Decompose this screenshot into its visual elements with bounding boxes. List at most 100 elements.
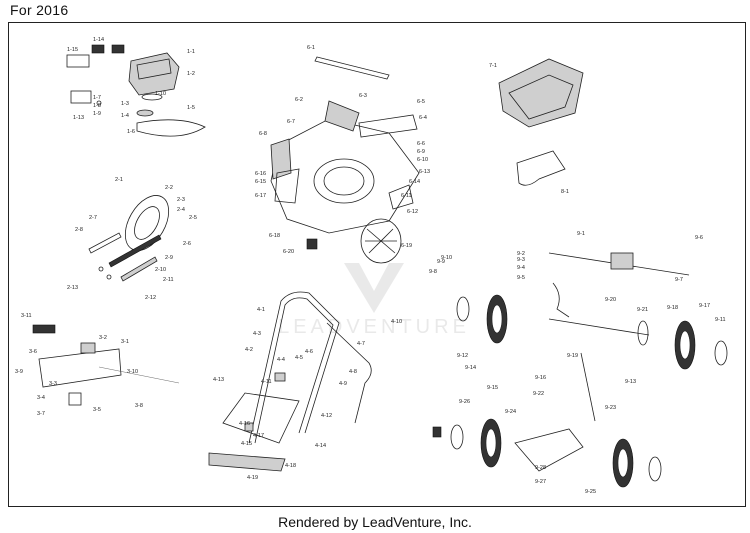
control-labels: 3-11 3-1 3-2 3-3 3-4 3-5 3-6 3-7 3-8 3-9…: [15, 313, 143, 417]
svg-text:7-1: 7-1: [489, 63, 497, 69]
blade-group: 2-1 2-2 2-3 2-4 2-5 2-6 2-7 2-8 2-9 2-10…: [67, 177, 197, 301]
svg-text:6-13: 6-13: [419, 169, 430, 175]
handle-group: 4-1 4-2 4-3 4-4 4-5 4-6 4-7 4-8 4-9 4-10…: [208, 291, 402, 481]
svg-text:1-7: 1-7: [93, 95, 101, 101]
svg-text:9-28: 9-28: [535, 465, 546, 471]
svg-text:4-19: 4-19: [247, 475, 258, 481]
svg-text:4-9: 4-9: [339, 381, 347, 387]
svg-text:4-17: 4-17: [253, 433, 264, 439]
hubcap-icon: [456, 296, 470, 322]
svg-text:3-2: 3-2: [99, 335, 107, 341]
control-group: 3-11 3-1 3-2 3-3 3-4 3-5 3-6 3-7 3-8 3-9…: [15, 313, 180, 417]
rear-cable-icon: [580, 352, 596, 422]
svg-text:9-4: 9-4: [517, 265, 525, 271]
rear-axle-group: 9-1 9-2 9-3 9-4 9-5 9-6 9-7 9-8 9-9 9-10…: [429, 231, 728, 422]
svg-text:9-14: 9-14: [465, 365, 476, 371]
svg-text:1-9: 1-9: [93, 111, 101, 117]
year-label: For 2016: [10, 2, 69, 18]
svg-text:2-4: 2-4: [177, 207, 185, 213]
svg-text:3-4: 3-4: [37, 395, 45, 401]
svg-text:9-13: 9-13: [625, 379, 636, 385]
svg-text:9-25: 9-25: [585, 489, 596, 495]
svg-text:2-6: 2-6: [183, 241, 191, 247]
svg-text:6-18: 6-18: [269, 233, 280, 239]
svg-text:9-9: 9-9: [437, 259, 445, 265]
svg-text:2-9: 2-9: [165, 255, 173, 261]
svg-text:4-14: 4-14: [315, 443, 326, 449]
svg-text:3-3: 3-3: [49, 381, 57, 387]
svg-text:1-10: 1-10: [155, 91, 166, 97]
svg-text:3-11: 3-11: [21, 313, 32, 319]
svg-text:1-4: 1-4: [121, 113, 129, 119]
svg-text:3-5: 3-5: [93, 407, 101, 413]
svg-text:4-7: 4-7: [357, 341, 365, 347]
svg-text:4-15: 4-15: [241, 441, 252, 447]
hubcap-icon: [714, 340, 728, 366]
svg-text:9-19: 9-19: [567, 353, 578, 359]
svg-text:9-3: 9-3: [517, 257, 525, 263]
svg-text:9-20: 9-20: [605, 297, 616, 303]
svg-text:3-7: 3-7: [37, 411, 45, 417]
lever-icon: [80, 342, 96, 354]
svg-text:6-4: 6-4: [419, 115, 427, 121]
svg-text:9-26: 9-26: [459, 399, 470, 405]
svg-text:6-7: 6-7: [287, 119, 295, 125]
svg-text:6-20: 6-20: [283, 249, 294, 255]
rear-axle-labels: 9-1 9-2 9-3 9-4 9-5 9-6 9-7 9-8 9-9 9-10…: [429, 231, 726, 411]
svg-text:4-5: 4-5: [295, 355, 303, 361]
engine-shaft-icon: [141, 93, 163, 101]
engine-label-decal-icon: [91, 44, 105, 54]
svg-text:6-8: 6-8: [259, 131, 267, 137]
blade-adapter-icon: [124, 195, 170, 251]
svg-text:1-6: 1-6: [127, 129, 135, 135]
deck-group: 6-1 6-2 6-3 6-4 6-5 6-6 6-7 6-8 6-9 6-10…: [255, 45, 430, 264]
front-axle-group: 9-24 9-25 9-26 9-27 9-28: [432, 399, 662, 495]
svg-text:1-13: 1-13: [73, 115, 84, 121]
svg-text:4-18: 4-18: [285, 463, 296, 469]
svg-text:6-19: 6-19: [401, 243, 412, 249]
svg-text:9-2: 9-2: [517, 251, 525, 257]
svg-text:2-3: 2-3: [177, 197, 185, 203]
control-cable-icon: [326, 322, 372, 424]
deck-decal-icon: [306, 238, 318, 250]
handle-labels: 4-1 4-2 4-3 4-4 4-5 4-6 4-7 4-8 4-9 4-10…: [213, 307, 402, 481]
air-filter-icon: [70, 90, 92, 104]
hubcap-icon: [648, 456, 662, 482]
svg-text:1-3: 1-3: [121, 101, 129, 107]
svg-text:6-3: 6-3: [359, 93, 367, 99]
engine-group: 1-15 1-14 1-13 1-1 1-2 1-3 1-4 1-5 1-6 1…: [66, 37, 206, 137]
footer-credit: Rendered by LeadVenture, Inc.: [278, 514, 472, 530]
svg-text:2-10: 2-10: [155, 267, 166, 273]
svg-text:6-9: 6-9: [417, 149, 425, 155]
side-skirt-icon: [274, 168, 300, 204]
svg-text:1-2: 1-2: [187, 71, 195, 77]
svg-text:3-9: 3-9: [15, 369, 23, 375]
svg-text:9-18: 9-18: [667, 305, 678, 311]
svg-text:6-14: 6-14: [409, 179, 420, 185]
gearbox-icon: [610, 252, 634, 270]
svg-text:4-1: 4-1: [257, 307, 265, 313]
svg-text:6-5: 6-5: [417, 99, 425, 105]
lower-handle-icon: [222, 392, 300, 444]
discharge-chute-icon: [516, 150, 566, 186]
svg-text:4-13: 4-13: [213, 377, 224, 383]
svg-text:9-23: 9-23: [605, 405, 616, 411]
svg-text:3-10: 3-10: [127, 369, 138, 375]
pulley-icon: [136, 109, 154, 117]
svg-text:6-17: 6-17: [255, 193, 266, 199]
engine-label-decal-icon: [111, 44, 125, 54]
svg-text:6-10: 6-10: [417, 157, 428, 163]
svg-text:6-1: 6-1: [307, 45, 315, 51]
blade-icon: [120, 256, 158, 282]
mower-deck-icon: [270, 118, 420, 234]
svg-text:3-1: 3-1: [121, 339, 129, 345]
svg-text:6-16: 6-16: [255, 171, 266, 177]
svg-text:4-11: 4-11: [261, 379, 272, 385]
svg-text:9-10: 9-10: [441, 255, 452, 261]
svg-text:9-21: 9-21: [637, 307, 648, 313]
upper-handle-icon: [248, 291, 340, 444]
svg-text:6-12: 6-12: [407, 209, 418, 215]
svg-text:9-22: 9-22: [533, 391, 544, 397]
engine-manual-icon: [66, 54, 90, 68]
bag-group: 7-1 8-1: [489, 58, 584, 195]
